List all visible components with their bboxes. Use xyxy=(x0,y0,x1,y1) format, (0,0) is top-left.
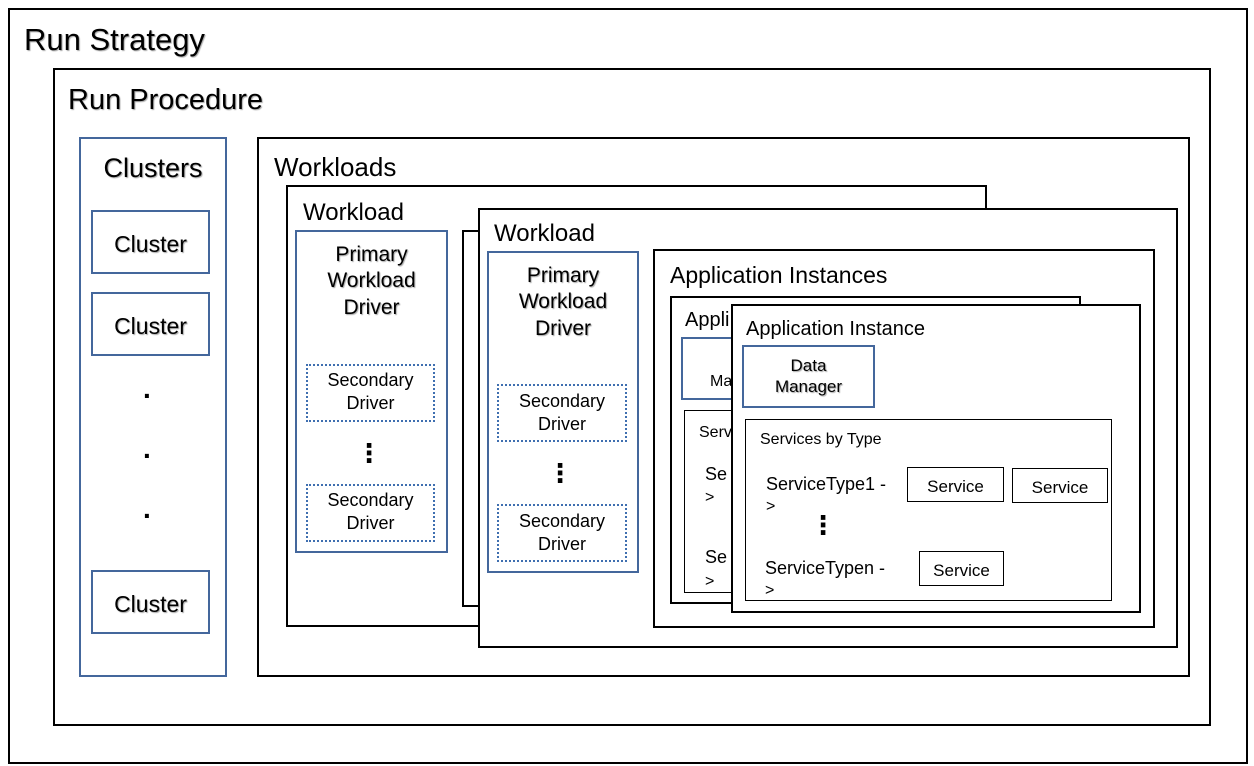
clusters-ellipsis-dot: . xyxy=(143,373,151,404)
service-type-label: ServiceType1 - xyxy=(766,474,887,494)
data-manager-fragment: Ma xyxy=(710,373,733,390)
workload-title: Workload xyxy=(494,220,595,247)
service-label: Service xyxy=(1031,478,1089,497)
cluster-box xyxy=(91,570,210,634)
service-type-fragment: Se xyxy=(705,464,728,484)
secondary-driver-label: Secondary Driver xyxy=(327,370,414,413)
clusters-ellipsis-dot: . xyxy=(143,433,151,464)
service-box xyxy=(907,467,1004,502)
service-type-fragment: Se xyxy=(705,547,728,567)
workload-title: Workload xyxy=(303,199,404,226)
clusters-title: Clusters xyxy=(103,153,203,183)
run-procedure-title: Run Procedure xyxy=(68,84,264,116)
secondary-driver-box xyxy=(306,484,435,542)
service-type-label: ServiceTypen - xyxy=(765,558,886,578)
service-type-arrow-fragment: > xyxy=(705,489,715,506)
run-strategy-title: Run Strategy xyxy=(24,22,205,57)
secondary-driver-label: Secondary Driver xyxy=(518,511,606,554)
cluster-label: Cluster xyxy=(114,231,187,257)
cluster-box xyxy=(91,292,210,356)
service-label: Service xyxy=(927,477,984,496)
secondary-driver-box xyxy=(497,384,627,442)
service-box xyxy=(1012,468,1108,503)
application-instances-title: Application Instances xyxy=(670,262,888,288)
primary-workload-driver-label: Primary Workload Driver xyxy=(327,243,416,319)
service-label: Service xyxy=(933,561,990,580)
clusters-ellipsis-dot: . xyxy=(143,493,151,524)
service-type-arrow: > xyxy=(766,498,776,515)
secondary-driver-box xyxy=(306,364,435,422)
cluster-label: Cluster xyxy=(114,591,187,617)
service-type-ellipsis: ⋮ xyxy=(810,510,836,540)
application-instance-title-fragment: Appli xyxy=(685,309,730,331)
driver-ellipsis: ⋮ xyxy=(547,458,573,488)
service-box xyxy=(919,551,1004,586)
primary-workload-driver-label: Primary Workload Driver xyxy=(518,264,608,340)
cluster-box xyxy=(91,210,210,274)
services-by-type-title: Services by Type xyxy=(760,431,882,448)
service-type-arrow-fragment: > xyxy=(705,573,715,590)
secondary-driver-label: Secondary Driver xyxy=(327,490,414,533)
service-type-arrow: > xyxy=(765,582,775,599)
workloads-title: Workloads xyxy=(274,152,397,182)
secondary-driver-label: Secondary Driver xyxy=(518,391,606,434)
data-manager-label: Data Manager xyxy=(774,356,843,397)
data-manager-box xyxy=(742,345,875,408)
application-instance-title: Application Instance xyxy=(746,318,926,340)
services-by-type-fragment: Serv xyxy=(699,424,732,441)
driver-ellipsis: ⋮ xyxy=(356,438,382,468)
secondary-driver-box xyxy=(497,504,627,562)
cluster-label: Cluster xyxy=(114,313,187,339)
